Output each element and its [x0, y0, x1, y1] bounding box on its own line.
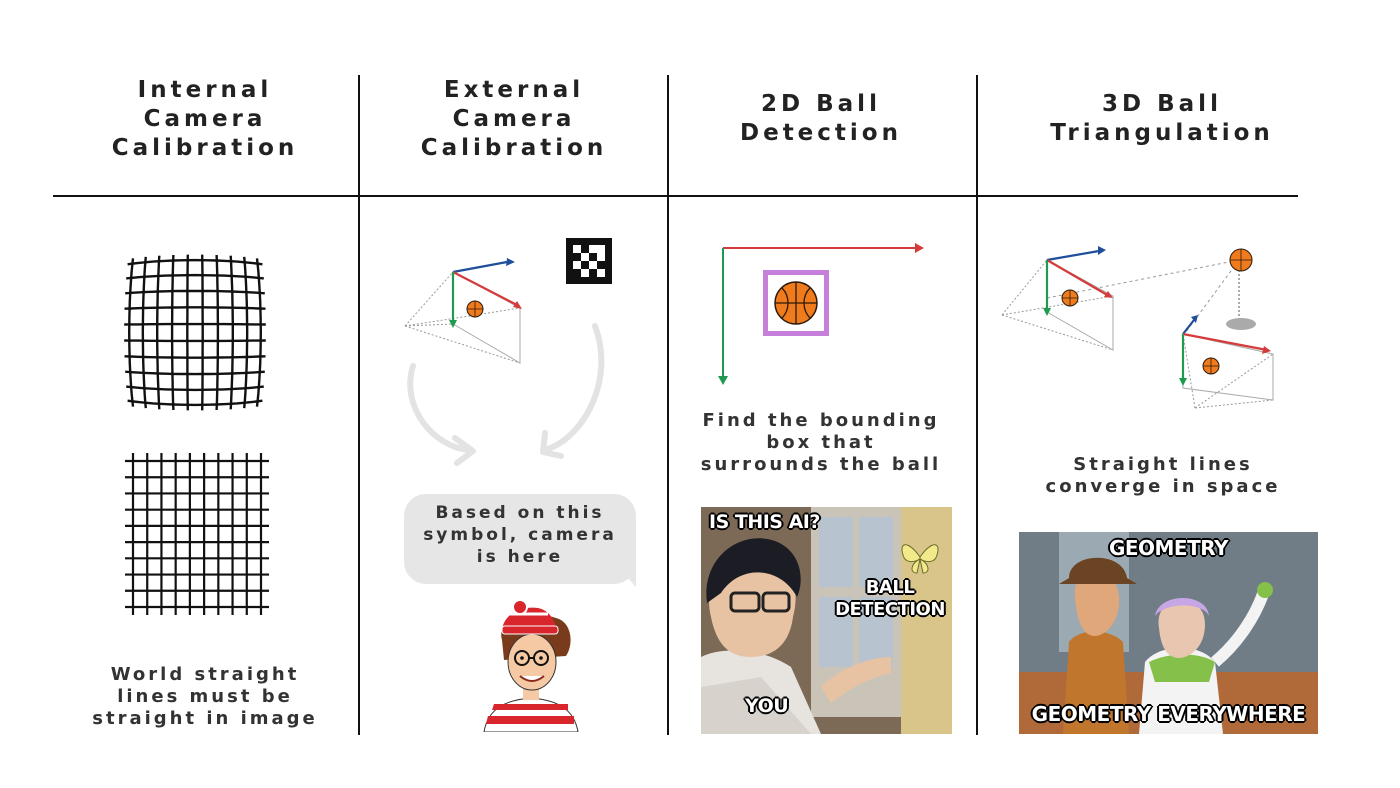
- header-divider: [53, 195, 1298, 197]
- header-line: External: [443, 77, 585, 103]
- camera-frustum-icon: [404, 258, 522, 364]
- caption-line: surrounds the ball: [700, 454, 942, 475]
- speech-bubble-text: Based on this symbol, camera is here: [404, 502, 636, 568]
- meme-label-top: IS THIS AI?: [709, 511, 820, 533]
- triangulation-diagram: [1001, 246, 1274, 409]
- meme-label-bottom: GEOMETRY EVERYWHERE: [1031, 702, 1306, 726]
- caption-line: converge in space: [1045, 476, 1281, 497]
- basketball-icon: [774, 281, 818, 325]
- basketball-icon: [1202, 357, 1220, 375]
- header-line: 2D Ball: [761, 91, 881, 117]
- grid-line: [215, 254, 220, 411]
- header-line: Triangulation: [1050, 120, 1274, 146]
- speech-bubble-tail: [612, 560, 636, 587]
- column-divider: [667, 75, 669, 735]
- meme-is-this-ai: IS THIS AI? BALL DETECTION YOU: [701, 507, 952, 734]
- caption-line: Find the bounding: [702, 410, 940, 431]
- header-line: Camera: [143, 106, 267, 132]
- meme-label-bottom: YOU: [745, 695, 789, 717]
- meme-geometry-everywhere: GEOMETRY GEOMETRY EVERYWHERE: [1019, 532, 1318, 734]
- header-internal-calibration: Internal Camera Calibration: [55, 76, 355, 163]
- grid-line: [141, 256, 147, 409]
- basketball-icon: [1229, 248, 1253, 272]
- bubble-line: Based on this: [435, 503, 605, 523]
- caption-line: lines must be: [117, 686, 293, 707]
- grid-line: [186, 254, 189, 411]
- bounding-box: [763, 270, 829, 336]
- bubble-line: symbol, camera: [423, 525, 617, 545]
- distorted-grid-icon: [124, 254, 266, 411]
- grid-line: [229, 255, 234, 410]
- grid-line: [124, 306, 266, 310]
- grid-line: [124, 355, 266, 359]
- meme-line: DETECTION: [835, 599, 945, 620]
- meme-label-top: GEOMETRY: [1108, 536, 1229, 560]
- butterfly-icon: [901, 544, 939, 574]
- grid-line: [201, 254, 204, 411]
- image-coordinate-axes: [718, 243, 924, 385]
- header-external-calibration: External Camera Calibration: [364, 76, 664, 163]
- header-line: Detection: [740, 120, 902, 146]
- grid-line: [126, 273, 264, 280]
- caption-2d-detection: Find the bounding box that surrounds the…: [675, 410, 967, 476]
- header-line: Internal: [137, 77, 273, 103]
- grid-line: [125, 370, 265, 376]
- header-3d-ball-triangulation: 3D Ball Triangulation: [1012, 90, 1312, 148]
- curved-arrows: [407, 323, 605, 466]
- header-2d-ball-detection: 2D Ball Detection: [671, 90, 971, 148]
- header-line: 3D Ball: [1102, 91, 1222, 117]
- grid-line: [127, 258, 135, 407]
- bubble-line: is here: [476, 547, 564, 567]
- grid-line: [156, 255, 161, 410]
- grid-line: [126, 385, 264, 392]
- header-line: Camera: [452, 106, 576, 132]
- header-line: Calibration: [111, 135, 299, 161]
- grid-line: [170, 254, 175, 411]
- speech-bubble: [404, 494, 636, 584]
- caption-line: Straight lines: [1073, 454, 1253, 475]
- header-line: Calibration: [420, 135, 608, 161]
- basketball-icon: [466, 300, 484, 318]
- caption-3d-triangulation: Straight lines converge in space: [1003, 454, 1323, 498]
- waldo-icon: [483, 600, 579, 732]
- grid-line: [243, 256, 249, 409]
- caption-line: straight in image: [92, 708, 318, 729]
- meme-line: BALL: [865, 577, 915, 598]
- aruco-marker-icon: [566, 238, 612, 284]
- column-divider: [976, 75, 978, 735]
- caption-line: World straight: [110, 664, 300, 685]
- basketball-icon: [1061, 289, 1079, 307]
- column-divider: [358, 75, 360, 735]
- grid-line: [127, 258, 263, 266]
- caption-line: box that: [766, 432, 876, 453]
- grid-line: [255, 258, 263, 407]
- grid-icon: [125, 453, 269, 615]
- grid-line: [125, 289, 265, 295]
- caption-internal: World straight lines must be straight in…: [60, 664, 350, 730]
- grid-line: [127, 399, 263, 407]
- meme-label-right: BALL DETECTION: [835, 577, 945, 621]
